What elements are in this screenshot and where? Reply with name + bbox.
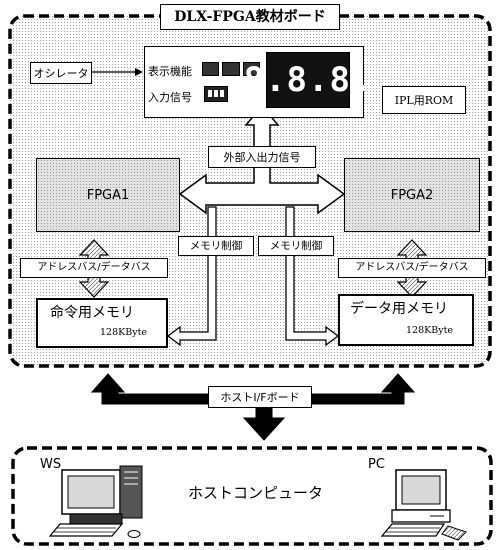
dip-switch-icon bbox=[204, 86, 228, 102]
oscillator-box: オシレータ bbox=[30, 62, 92, 84]
mem-ctrl-right-box: メモリ制御 bbox=[258, 236, 334, 256]
fpga1-label: FPGA1 bbox=[86, 187, 130, 203]
mem-ctrl-left-box: メモリ制御 bbox=[178, 236, 254, 256]
host-computer-title: ホストコンピュータ bbox=[188, 484, 324, 502]
workstation-computer-icon bbox=[48, 465, 143, 538]
seven-segment-display-icon: 8.8.8. bbox=[244, 52, 371, 108]
mem-ctrl-left-path bbox=[166, 206, 217, 347]
pc-label: PC bbox=[368, 457, 385, 472]
mem-ctrl-left-label: メモリ制御 bbox=[189, 239, 243, 252]
oscillator-arrow bbox=[92, 68, 143, 76]
board-title-box: DLX-FPGA教材ボード bbox=[160, 4, 340, 30]
external-io-label-box: 外部入出力信号 bbox=[208, 146, 316, 168]
fpga2-block: FPGA2 bbox=[344, 158, 480, 232]
ipl-rom-box: IPL用ROM bbox=[382, 86, 466, 114]
data-memory-size: 128KByte bbox=[406, 325, 454, 336]
display-function-label: 表示機能 bbox=[148, 65, 192, 78]
seven-segment-digits: 8.8.8. bbox=[243, 60, 373, 100]
mem-ctrl-right-label: メモリ制御 bbox=[269, 239, 323, 252]
fpga1-block: FPGA1 bbox=[36, 158, 180, 232]
input-signal-label: 入力信号 bbox=[148, 91, 192, 104]
fpga2-label: FPGA2 bbox=[390, 187, 434, 203]
instruction-memory-title: 命令用メモリ bbox=[50, 305, 134, 321]
ws-label: WS bbox=[40, 457, 62, 472]
personal-computer-icon bbox=[380, 469, 467, 541]
data-memory-block bbox=[338, 294, 474, 346]
bus-left-box: アドレスバス/データバス bbox=[20, 258, 168, 278]
instruction-memory-size: 128KByte bbox=[100, 327, 148, 338]
ipl-rom-label: IPL用ROM bbox=[394, 93, 454, 107]
bus-right-label: アドレスバス/データバス bbox=[355, 262, 469, 273]
mem-ctrl-right-path bbox=[285, 206, 340, 347]
external-io-label: 外部入出力信号 bbox=[223, 150, 301, 164]
bus-right-box: アドレスバス/データバス bbox=[338, 258, 486, 278]
switch-group-icon bbox=[202, 62, 260, 76]
board-title: DLX-FPGA教材ボード bbox=[174, 9, 326, 25]
host-if-board-box: ホストI/Fボード bbox=[208, 386, 312, 408]
oscillator-label: オシレータ bbox=[33, 66, 89, 80]
instruction-memory-block bbox=[36, 298, 168, 348]
bus-left-label: アドレスバス/データバス bbox=[37, 262, 151, 273]
data-memory-title: データ用メモリ bbox=[350, 301, 448, 317]
host-if-board-label: ホストI/Fボード bbox=[220, 390, 300, 404]
